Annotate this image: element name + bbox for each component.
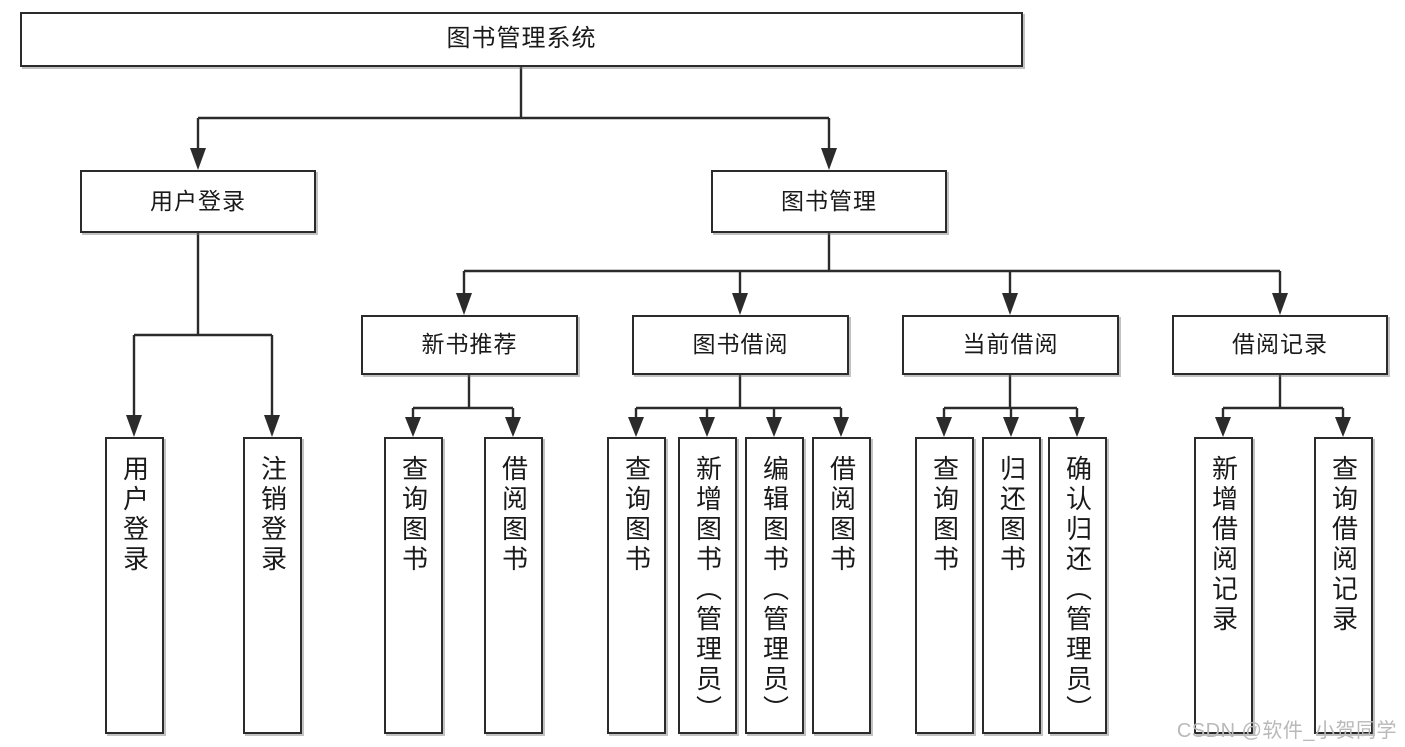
leaf-borrow-query-book[interactable]: 查询图书 [607, 437, 666, 734]
leaf-record-add-record[interactable]: 新增借阅记录 [1194, 437, 1253, 734]
arrow-user-login [190, 148, 206, 170]
node-label: 查询图书 [398, 455, 429, 575]
node-label: 编辑图书（管理员） [759, 455, 790, 725]
arrow-recommend-l1 [405, 417, 421, 437]
arrow-recommend-l2 [505, 417, 521, 437]
arrow-borrow-record [1272, 293, 1288, 315]
node-label: 借阅图书 [498, 455, 529, 575]
node-label: 用户登录 [150, 187, 246, 214]
arrow-book-mgmt [821, 148, 837, 170]
node-label: 新书推荐 [421, 331, 518, 358]
leaf-borrow-edit-book[interactable]: 编辑图书（管理员） [745, 437, 804, 734]
arrow-record-l2 [1335, 417, 1351, 437]
node-current-borrow[interactable]: 当前借阅 [902, 315, 1119, 375]
node-label: 新增图书（管理员） [692, 455, 723, 725]
arrow-current-l3 [1069, 417, 1085, 437]
node-label: 查询借阅记录 [1328, 455, 1359, 635]
arrow-borrow-l1 [628, 417, 644, 437]
node-label: 查询图书 [621, 455, 652, 575]
node-label: 查询图书 [929, 455, 960, 575]
node-label: 图书管理 [781, 187, 877, 214]
node-label: 新增借阅记录 [1208, 455, 1239, 635]
node-label: 当前借阅 [962, 331, 1059, 358]
node-label: 借阅记录 [1232, 331, 1328, 358]
arrow-book-borrow [732, 293, 748, 315]
arrow-borrow-l3 [766, 417, 782, 437]
node-label: 注销登录 [257, 455, 288, 575]
node-book-management[interactable]: 图书管理 [711, 170, 947, 233]
node-label: 图书借阅 [692, 331, 789, 358]
leaf-user-login-signin[interactable]: 用户登录 [105, 437, 164, 734]
node-label: 用户登录 [119, 455, 150, 575]
node-borrow-record[interactable]: 借阅记录 [1172, 315, 1388, 375]
arrow-borrow-l2 [699, 417, 715, 437]
node-user-login[interactable]: 用户登录 [80, 170, 316, 233]
leaf-recommend-borrow-book[interactable]: 借阅图书 [484, 437, 543, 734]
node-book-borrow[interactable]: 图书借阅 [632, 315, 849, 375]
node-label: 确认归还（管理员） [1062, 455, 1093, 725]
arrow-userlogin-l1 [126, 415, 142, 437]
node-label: 图书管理系统 [446, 25, 597, 53]
arrow-new-book-recommend [456, 293, 472, 315]
leaf-recommend-query-book[interactable]: 查询图书 [384, 437, 443, 734]
arrow-current-l1 [936, 417, 952, 437]
leaf-user-login-signout[interactable]: 注销登录 [243, 437, 302, 734]
leaf-current-query-book[interactable]: 查询图书 [915, 437, 974, 734]
leaf-borrow-borrow-book[interactable]: 借阅图书 [812, 437, 871, 734]
node-label: 归还图书 [996, 455, 1027, 575]
arrow-current-borrow [1002, 293, 1018, 315]
arrow-current-l2 [1003, 417, 1019, 437]
node-new-book-recommend[interactable]: 新书推荐 [361, 315, 578, 375]
arrow-userlogin-l2 [264, 415, 280, 437]
leaf-borrow-add-book[interactable]: 新增图书（管理员） [678, 437, 737, 734]
arrow-borrow-l4 [833, 417, 849, 437]
arrow-record-l1 [1215, 417, 1231, 437]
node-root-system[interactable]: 图书管理系统 [20, 12, 1023, 67]
leaf-current-return-book[interactable]: 归还图书 [982, 437, 1041, 734]
leaf-record-query-record[interactable]: 查询借阅记录 [1314, 437, 1373, 734]
leaf-current-confirm-return[interactable]: 确认归还（管理员） [1048, 437, 1107, 734]
node-label: 借阅图书 [826, 455, 857, 575]
